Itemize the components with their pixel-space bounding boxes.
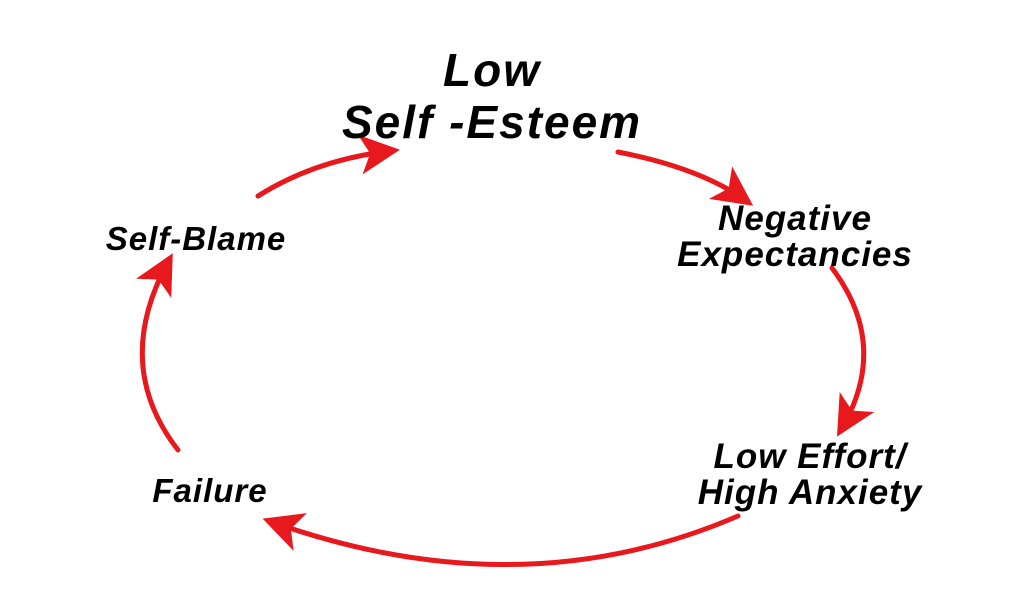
node-low-effort-high-anxiety: Low Effort/ High Anxiety	[632, 439, 988, 511]
node-failure-line-1: Failure	[152, 472, 268, 509]
arrow-self-blame-to-self-esteem	[255, 134, 400, 199]
node-negative-expectancies: Negative Expectancies	[612, 201, 978, 273]
node-self-blame-line-1: Self-Blame	[105, 220, 287, 257]
arrow-self-esteem-to-negative-expectancies	[615, 149, 754, 206]
node-low-self-esteem-line-1: Low	[443, 44, 541, 96]
node-negative-expectancies-line-2: Expectancies	[677, 235, 913, 274]
edge-group	[136, 134, 875, 568]
node-negative-expectancies-line-1: Negative	[718, 199, 872, 238]
node-low-self-esteem-line-2: Self -Esteem	[341, 96, 643, 148]
arrow-failure-to-self-blame	[136, 253, 181, 453]
node-self-blame: Self-Blame	[46, 221, 346, 257]
node-low-effort-line-1: Low Effort/	[713, 437, 907, 476]
node-failure: Failure	[110, 473, 310, 509]
node-low-effort-line-2: High Anxiety	[697, 473, 923, 512]
node-low-self-esteem: Low Self -Esteem	[262, 44, 722, 148]
arrow-negative-expectancies-to-low-effort	[829, 265, 875, 437]
arrow-low-effort-to-failure	[262, 513, 741, 568]
